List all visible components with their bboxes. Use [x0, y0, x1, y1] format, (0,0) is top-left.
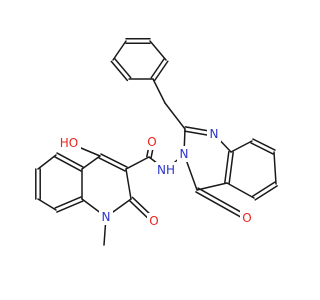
- bond-line: [113, 57, 132, 79]
- bond-line: [112, 40, 127, 61]
- hydroxyl-oxygen-atom: HO: [57, 135, 81, 151]
- quinolone-oxygen-atom: O: [147, 213, 161, 229]
- bond-q5-q6: [54, 152, 84, 172]
- bond-line: [54, 196, 82, 209]
- bond-c4-c3: [98, 153, 128, 172]
- bond-line: [196, 182, 228, 191]
- bond-line: [98, 157, 126, 172]
- bond-ph4-ph5: [112, 40, 127, 61]
- bond-line: [197, 187, 249, 217]
- quinolone-nitrogen-label: N: [102, 210, 111, 224]
- bond-q2-q3: [37, 198, 57, 211]
- bond-line: [152, 78, 166, 104]
- bond-line: [110, 60, 129, 82]
- bond-ph1-ph2: [150, 58, 169, 81]
- quinazolinone-oxygen-label: O: [242, 211, 251, 225]
- bond-ph5-ph6: [110, 57, 132, 82]
- bond-line: [56, 200, 84, 213]
- bond-line: [195, 191, 247, 221]
- bond-line: [224, 150, 230, 184]
- bond-line: [226, 182, 255, 199]
- bond-line: [273, 151, 277, 185]
- bond-c4a-c4q: [196, 182, 228, 191]
- bond-b4-c4a: [226, 182, 255, 199]
- bond-line: [150, 58, 165, 79]
- bond-line: [125, 168, 132, 200]
- quinazolinone-oxygen-atom: O: [240, 210, 254, 226]
- bond-c2q-ch2: [164, 102, 186, 130]
- amide-oxygen-label: O: [147, 135, 156, 149]
- bond-line: [164, 102, 186, 130]
- quinazoline-n1-label: N: [210, 127, 219, 141]
- bond-q1-q2: [35, 168, 41, 200]
- bond-c4q-oQz: [195, 187, 249, 221]
- amide-nh-label: NH: [157, 163, 175, 177]
- bond-c8a-b1: [230, 140, 253, 153]
- bond-c3-cA: [125, 156, 150, 170]
- hydroxyl-label: HO: [60, 136, 78, 150]
- bond-b2-b3: [273, 151, 277, 185]
- bond-line: [230, 140, 253, 153]
- bond-line: [250, 142, 274, 155]
- amide-oxygen-atom: O: [145, 134, 159, 150]
- bond-line: [254, 185, 278, 201]
- bond-ch2-ph1: [152, 78, 166, 104]
- quinolone-nitrogen-atom: N: [99, 209, 113, 225]
- molecule-structure-diagram: HO O O O N N N NH: [35, 38, 278, 246]
- quinazoline-n3-label: N: [180, 147, 189, 161]
- bond-ph3-ph4: [125, 38, 151, 44]
- bond-line: [228, 151, 234, 185]
- bond-line: [56, 152, 84, 168]
- bond-line: [100, 153, 128, 168]
- amide-nh-atom: NH: [155, 162, 177, 178]
- bond-ph2-ph3: [149, 40, 167, 61]
- bond-q6-q1: [37, 154, 57, 170]
- bond-q3-q4: [54, 196, 84, 213]
- bond-b3-b4: [252, 181, 278, 201]
- quinazoline-n1-atom: N: [207, 126, 221, 142]
- atom-label-layer: HO O O O N N N NH: [57, 126, 254, 229]
- bond-c3-c2: [125, 168, 132, 200]
- bond-b1-b2: [250, 138, 276, 155]
- bond-line: [37, 198, 57, 211]
- bond-line: [252, 138, 276, 151]
- bond-line: [252, 181, 276, 197]
- bond-line: [37, 154, 57, 170]
- bond-line: [81, 155, 101, 170]
- bond-c8a-c4a: [224, 150, 234, 185]
- bond-line: [54, 156, 82, 172]
- bond-line: [125, 156, 150, 170]
- bond-line: [154, 60, 169, 81]
- bond-line: [149, 40, 167, 61]
- bond-q5-c4: [81, 155, 101, 170]
- quinazoline-n3-atom: N: [177, 146, 191, 162]
- quinolone-oxygen-label: O: [149, 214, 158, 228]
